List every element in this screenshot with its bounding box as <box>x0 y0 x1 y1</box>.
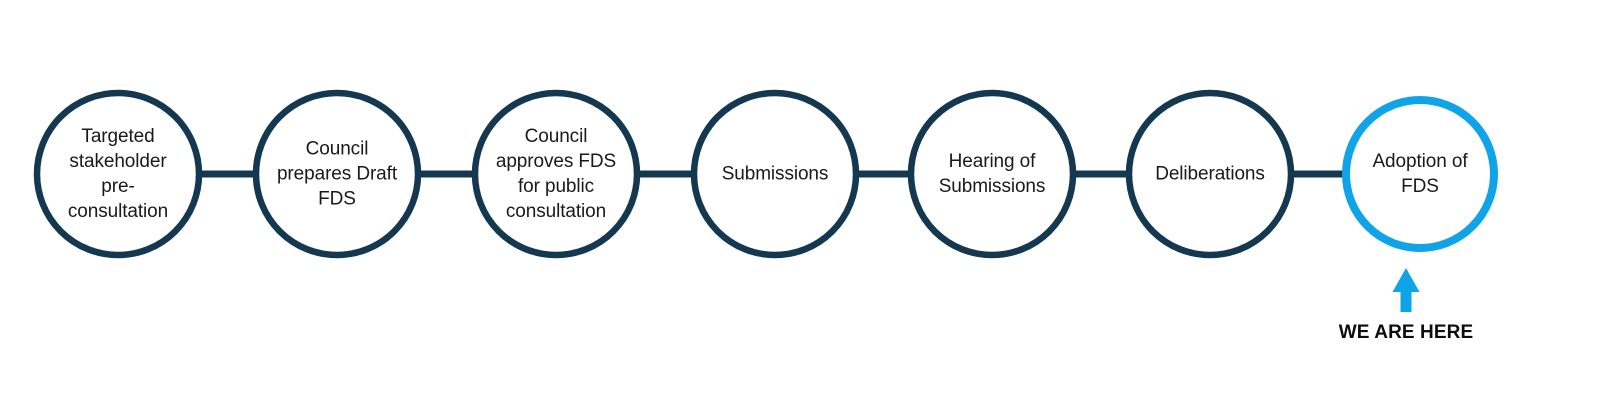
node-circle-3[interactable] <box>471 89 641 259</box>
node-circle-4[interactable] <box>690 89 860 259</box>
node-circle-group <box>33 89 1498 259</box>
we-are-here-arrow-group <box>1392 268 1420 312</box>
node-circle-1[interactable] <box>33 89 203 259</box>
node-circle-5[interactable] <box>907 89 1077 259</box>
we-are-here-arrow-icon <box>1392 268 1420 312</box>
node-circle-6[interactable] <box>1125 89 1295 259</box>
node-circle-7[interactable] <box>1342 96 1498 252</box>
node-circle-2[interactable] <box>252 89 422 259</box>
we-are-here-label: WE ARE HERE <box>1338 322 1474 343</box>
